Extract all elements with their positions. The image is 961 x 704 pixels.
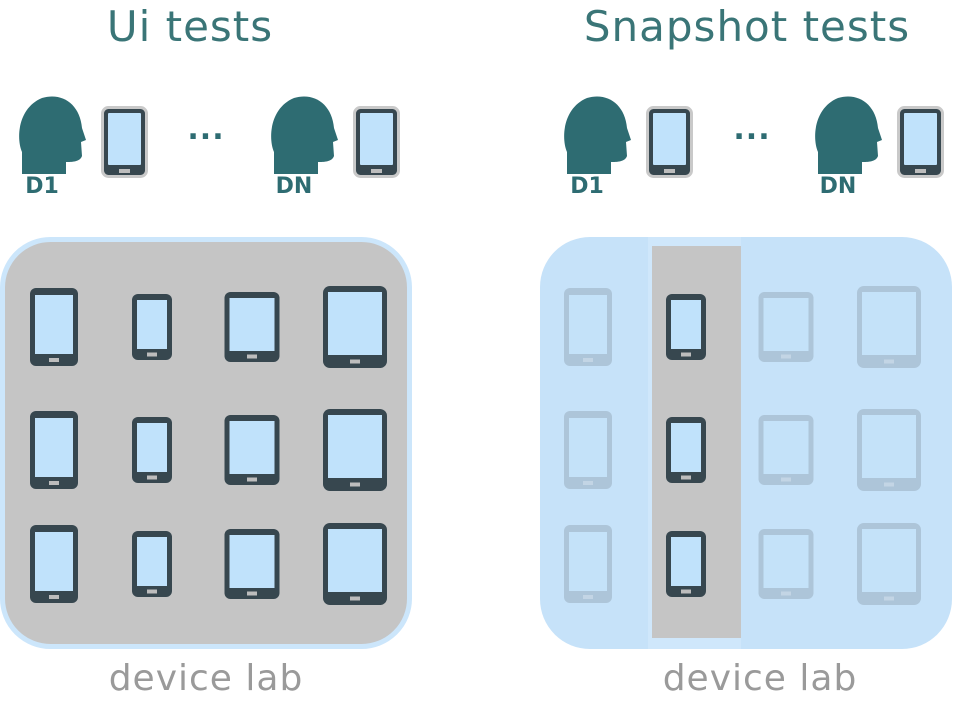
developer-head-icon xyxy=(815,96,882,174)
device-icon xyxy=(666,531,706,597)
device-icon xyxy=(564,288,612,366)
device-icon xyxy=(224,415,280,485)
device-icon xyxy=(758,415,814,485)
device-icon xyxy=(132,294,172,360)
ui-tests-lab-label: device lab xyxy=(108,658,304,699)
snapshot-tests-lab-label: device lab xyxy=(662,658,858,699)
device-icon xyxy=(132,531,172,597)
device-icon xyxy=(30,525,78,603)
developer-label-last: DN xyxy=(819,174,857,199)
device-icon xyxy=(857,286,921,368)
phone-icon xyxy=(897,106,944,178)
device-icon xyxy=(30,411,78,489)
phone-icon xyxy=(646,106,693,178)
device-icon xyxy=(857,523,921,605)
device-icon xyxy=(758,292,814,362)
developers-ellipsis: ... xyxy=(733,112,771,147)
device-icon xyxy=(564,411,612,489)
device-icon xyxy=(224,529,280,599)
device-icon xyxy=(758,529,814,599)
snapshot-tests-device-lab xyxy=(540,237,952,649)
developer-head-icon xyxy=(564,96,631,174)
phone-icon xyxy=(353,106,400,178)
developer-head-icon xyxy=(19,96,86,174)
device-icon xyxy=(323,523,387,605)
device-icon xyxy=(224,292,280,362)
developer-label-first: D1 xyxy=(25,174,59,199)
developer-label-first: D1 xyxy=(570,174,604,199)
device-icon xyxy=(323,409,387,491)
ui-tests-device-lab xyxy=(0,237,412,649)
snapshot-tests-title: Snapshot tests xyxy=(583,2,911,51)
developer-label-last: DN xyxy=(275,174,313,199)
device-icon xyxy=(30,288,78,366)
device-icon xyxy=(666,294,706,360)
developers-ellipsis: ... xyxy=(187,112,225,147)
ui-tests-title: Ui tests xyxy=(106,2,274,51)
device-icon xyxy=(323,286,387,368)
device-icon xyxy=(857,409,921,491)
device-icon xyxy=(132,417,172,483)
device-icon xyxy=(564,525,612,603)
phone-icon xyxy=(101,106,148,178)
developer-head-icon xyxy=(271,96,338,174)
device-icon xyxy=(666,417,706,483)
